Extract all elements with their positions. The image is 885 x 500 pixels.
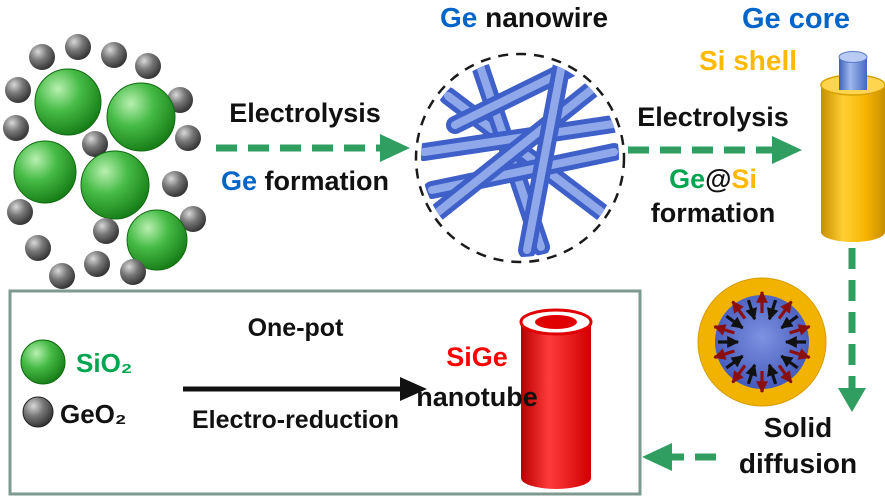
ge-at-si-label: Ge@Si: [593, 164, 833, 195]
solid-diffusion-label-line2: diffusion: [738, 448, 858, 479]
legend-geo2-sphere: [22, 396, 54, 428]
electrolysis-arrow-1: [216, 134, 410, 162]
solid-diffusion-label-line1: Solid: [763, 412, 833, 443]
nanotube-cavity: [535, 315, 577, 329]
solid-diffusion-sphere-illustration: [697, 277, 827, 407]
ge-at-si-si: Si: [731, 164, 757, 194]
legend-geo2-label: GeO₂: [60, 399, 127, 429]
sige-label: SiGe: [446, 342, 508, 372]
electro-reduction-label: Electro-reduction: [192, 406, 399, 434]
core-disk: [715, 295, 809, 389]
ge-core-top: [838, 51, 868, 63]
diffusion-arrow-pair: [784, 336, 811, 360]
ge-nanowire-title-rest: nanowire: [477, 2, 609, 33]
ge-at-si-ge: Ge: [669, 164, 706, 194]
core-shell-cylinder-illustration: [820, 51, 885, 242]
nanotube-label: nanotube: [416, 382, 538, 412]
ge-nanowire-illustration: [414, 52, 626, 264]
geo2-particles-front: [25, 218, 146, 289]
si-shell-body: [821, 85, 885, 232]
ge-formation-ge: Ge: [220, 166, 258, 196]
nanotube-body: [521, 322, 591, 478]
electrolysis-arrow-2: [628, 136, 802, 164]
ge-at-si-at: @: [705, 164, 732, 194]
formation-label: formation: [650, 198, 776, 228]
legend-sio2-label: SiO₂: [76, 348, 133, 378]
sio2-particles: [13, 68, 188, 271]
nanotube-bottom: [521, 467, 591, 489]
one-pot-reaction-arrow: [183, 377, 427, 401]
si-shell-bottom: [821, 222, 885, 242]
si-shell-label: Si shell: [699, 45, 798, 76]
ge-nanowire-title: Ge nanowire: [404, 2, 644, 34]
down-arrow: [838, 248, 866, 412]
ge-formation-label: Ge formation: [185, 166, 425, 197]
left-arrow: [642, 443, 716, 471]
ge-nanowire-title-ge: Ge: [439, 2, 478, 33]
one-pot-label: One-pot: [247, 314, 344, 342]
electrolysis-label-1: Electrolysis: [229, 98, 381, 128]
legend-sio2-sphere: [20, 339, 66, 385]
sige-nanotube-illustration: [519, 308, 593, 489]
ge-formation-rest: formation: [257, 166, 390, 196]
nanowire-bundle: [421, 59, 619, 257]
ge-core-label: Ge core: [742, 3, 850, 35]
electrolysis-label-2: Electrolysis: [637, 102, 789, 132]
oxide-mixture-illustration: [3, 34, 206, 289]
